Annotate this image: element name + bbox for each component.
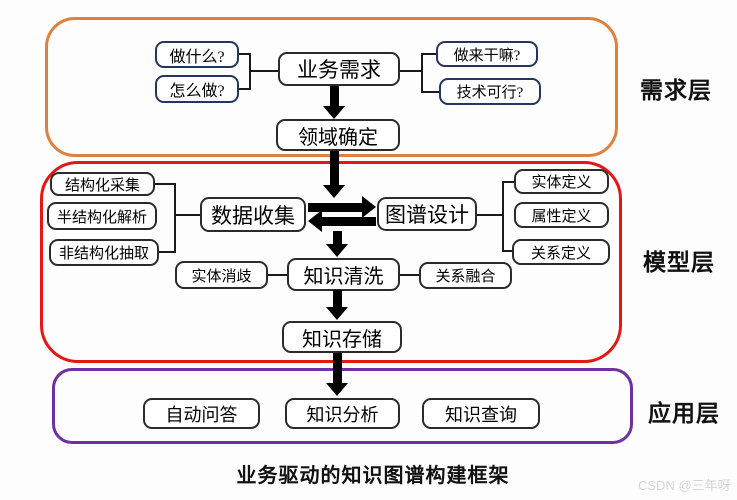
connector-line	[159, 251, 176, 253]
connector-line	[239, 53, 251, 55]
model-layer-label: 模型层	[643, 250, 715, 275]
connector-line	[239, 88, 251, 90]
node-knowledge-query: 知识查询	[422, 398, 540, 429]
node-graph-design: 图谱设计	[377, 197, 477, 231]
node-business-need: 业务需求	[278, 52, 400, 86]
arrow-right-icon	[308, 196, 376, 218]
node-entity-disambiguation: 实体消歧	[175, 261, 268, 289]
connector-line	[502, 181, 514, 183]
node-how-to-do: 怎么做?	[155, 75, 239, 103]
arrow-head	[308, 210, 322, 232]
arrow-down-icon	[326, 231, 348, 257]
connector-line	[421, 53, 423, 93]
node-relation-fusion: 关系融合	[419, 262, 512, 289]
arrow-down-icon	[323, 86, 345, 119]
diagram-title: 业务驱动的知识图谱构建框架	[236, 465, 510, 487]
node-purpose: 做来干嘛?	[436, 41, 538, 67]
node-data-collection: 数据收集	[200, 197, 306, 232]
node-entity-definition: 实体定义	[514, 169, 609, 194]
connector-line	[400, 70, 423, 72]
node-relation-definition: 关系定义	[512, 239, 610, 265]
arrow-down-icon	[326, 290, 348, 320]
csdn-watermark: CSDN @三年呀	[638, 478, 731, 493]
arrow-shaft	[329, 86, 339, 106]
arrow-down-icon	[326, 353, 348, 396]
node-auto-qa: 自动问答	[143, 398, 260, 429]
arrow-left-icon	[308, 210, 376, 232]
arrow-head	[326, 383, 348, 396]
connector-line	[174, 214, 200, 216]
arrow-head	[362, 196, 376, 218]
arrow-shaft	[332, 290, 342, 307]
arrow-shaft	[332, 231, 342, 244]
application-layer-box	[52, 368, 633, 444]
node-knowledge-storage: 知识存储	[282, 321, 402, 353]
arrow-shaft	[308, 202, 362, 212]
arrow-down-icon	[323, 151, 345, 198]
connector-line	[268, 274, 287, 276]
node-tech-feasible: 技术可行?	[439, 78, 541, 105]
connector-line	[502, 250, 512, 252]
arrow-shaft	[332, 353, 342, 383]
arrow-shaft	[322, 216, 376, 226]
arrow-head	[323, 106, 345, 119]
connector-line	[502, 181, 504, 252]
requirement-layer-label: 需求层	[640, 78, 712, 103]
connector-line	[155, 183, 176, 185]
application-layer-label: 应用层	[648, 401, 720, 426]
node-attribute-definition: 属性定义	[514, 202, 609, 228]
connector-line	[421, 53, 436, 55]
connector-line	[421, 91, 439, 93]
node-unstructured-extraction: 非结构化抽取	[49, 239, 159, 266]
arrow-head	[323, 185, 345, 198]
node-domain-determination: 领域确定	[276, 119, 400, 151]
connector-line	[477, 214, 504, 216]
node-knowledge-analysis: 知识分析	[285, 398, 400, 429]
arrow-head	[326, 307, 348, 320]
node-structured-collection: 结构化采集	[50, 172, 155, 196]
connector-line	[400, 274, 419, 276]
arrow-shaft	[329, 151, 339, 185]
node-semi-structured-parsing: 半结构化解析	[47, 202, 157, 230]
connector-line	[174, 183, 176, 253]
arrow-head	[326, 244, 348, 257]
node-knowledge-cleaning: 知识清洗	[287, 258, 400, 291]
connector-line	[249, 70, 278, 72]
node-what-to-do: 做什么?	[155, 41, 239, 68]
